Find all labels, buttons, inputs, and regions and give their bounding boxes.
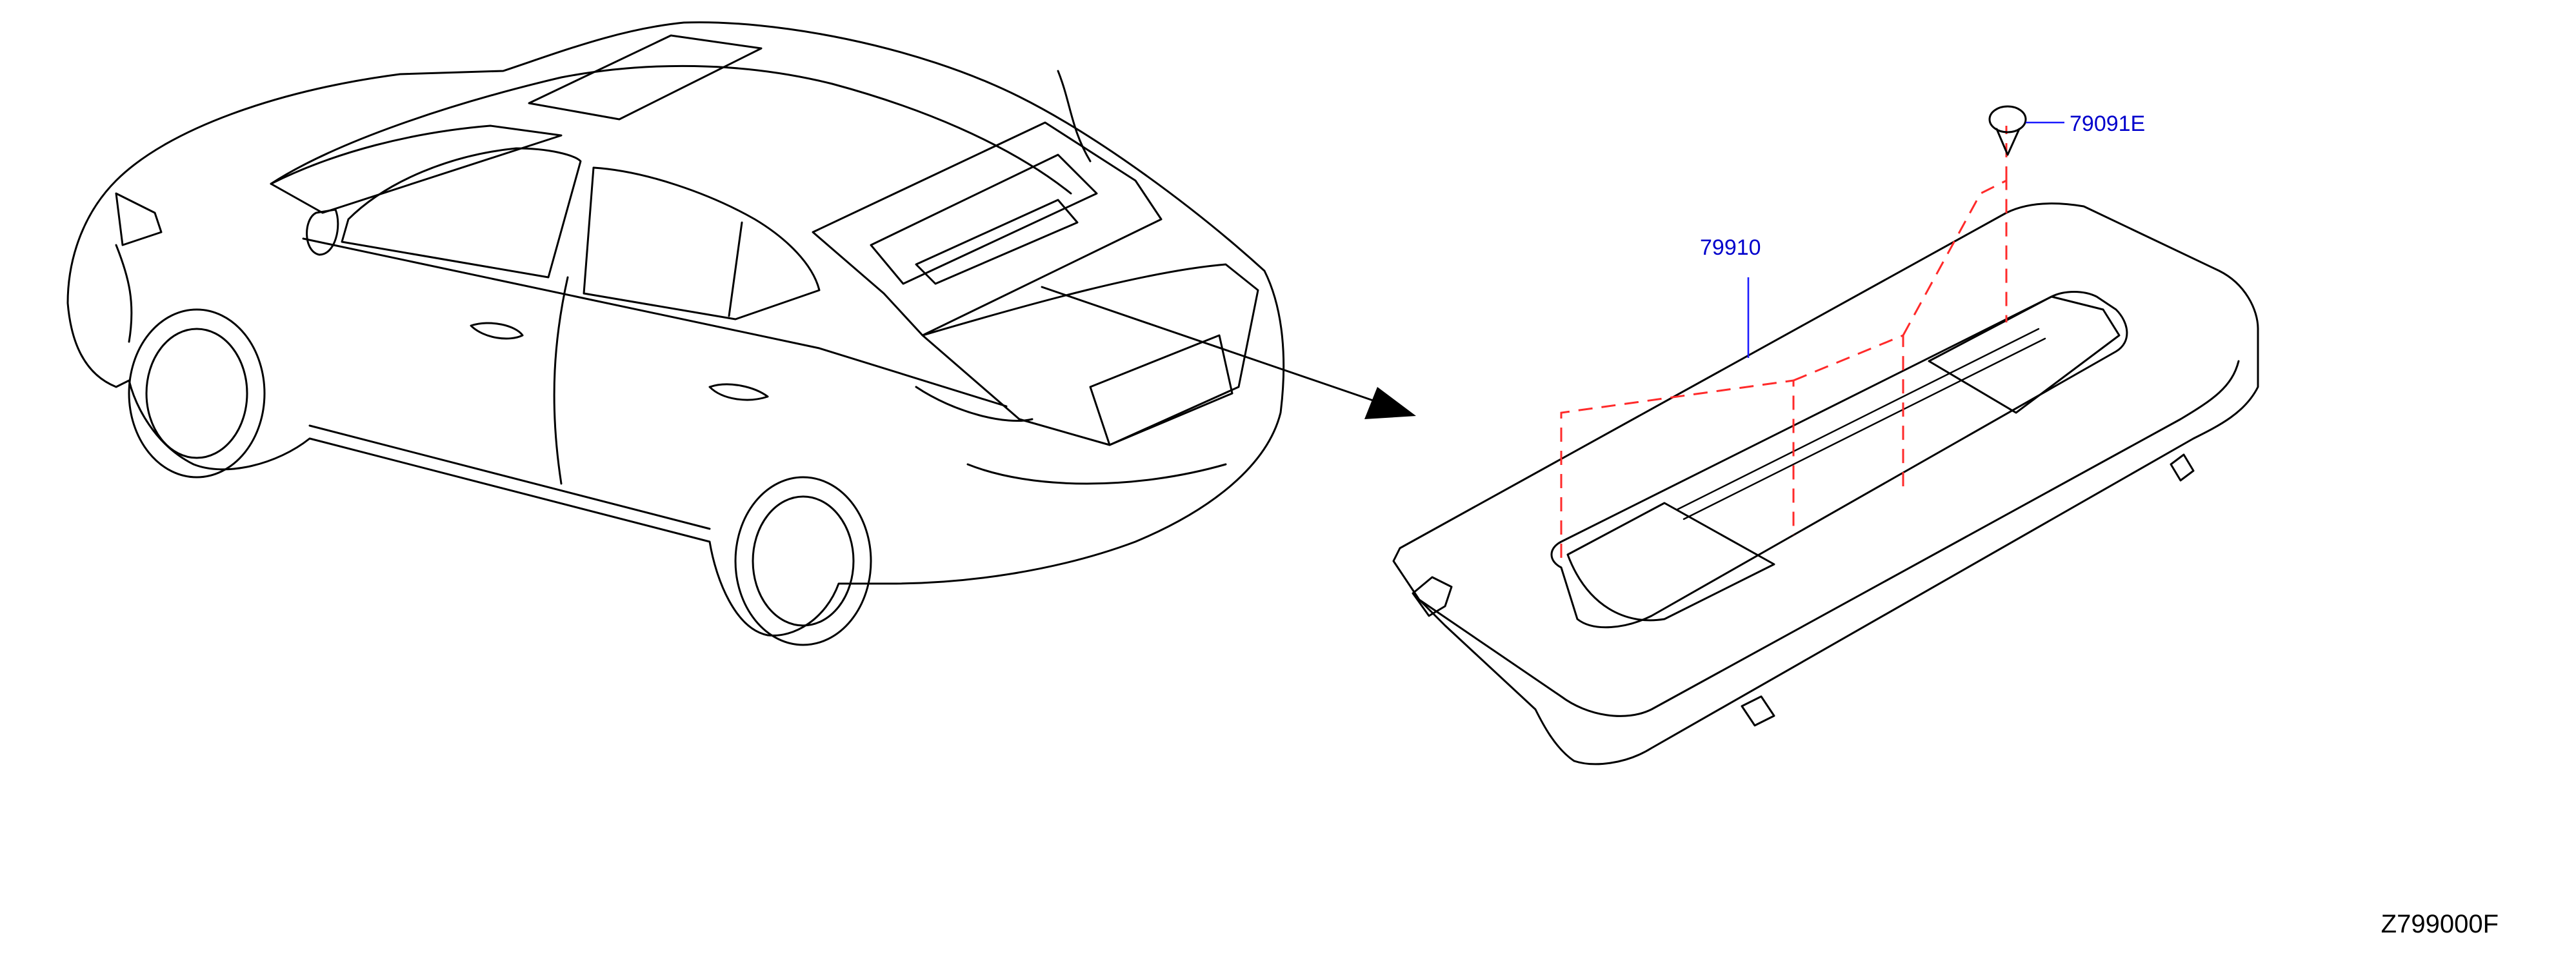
trunk-lid [921, 263, 1259, 446]
speaker-cover-left [1566, 502, 1775, 622]
car-body-outline [66, 21, 1285, 637]
sunroof [528, 34, 763, 121]
shelf-tab-right [2170, 453, 2195, 482]
diagram-id: Z799000F [2381, 910, 2499, 938]
speaker-cover-right [1928, 295, 2121, 414]
parcel-shelf-part [1392, 202, 2259, 765]
rear-shelf-highlight [870, 153, 1098, 285]
part-label-79910: 79910 [1700, 235, 1761, 260]
rear-bumper [966, 463, 1227, 485]
rocker-line [308, 424, 711, 530]
c-pillar-line [728, 221, 743, 317]
front-door-handle [470, 322, 524, 340]
shelf-recess [1550, 291, 2128, 629]
clip-location-guides [1560, 126, 2008, 558]
clip-fastener [1988, 105, 2027, 156]
side-mirror [306, 208, 339, 256]
shelf-front-edge [1418, 360, 2240, 717]
door-seam-front [553, 276, 569, 485]
rear-shelf-opening [915, 199, 1079, 285]
rear-window [812, 121, 1163, 337]
shelf-tab-front [1741, 695, 1775, 727]
rear-wheel [734, 476, 872, 646]
front-door-window [341, 147, 582, 279]
car-roof [270, 64, 1072, 195]
direction-arrow [1041, 286, 1416, 419]
rear-door-handle [708, 383, 769, 401]
arrow-head [1364, 387, 1416, 419]
part-label-79091e: 79091E [2070, 112, 2145, 136]
rear-door-window [583, 166, 821, 321]
guide-to-clip [1902, 179, 2008, 336]
windshield [270, 124, 563, 214]
shelf-tab-left [1412, 576, 1453, 617]
car-illustration [66, 21, 1285, 646]
front-fascia [115, 244, 133, 343]
tail-light [915, 386, 1033, 422]
inner-ridge [1676, 328, 2040, 511]
belt-line [302, 237, 1008, 408]
arrow-shaft [1041, 286, 1382, 404]
shelf-outer-outline [1392, 202, 2259, 765]
inner-ridge-2 [1682, 337, 2046, 520]
clip-stem [1995, 128, 2021, 156]
guide-left [1560, 379, 1795, 558]
guide-center [1793, 333, 1904, 490]
front-wheel-rim [145, 328, 248, 459]
front-wheel [128, 308, 266, 479]
antenna [1057, 70, 1092, 163]
headlight [115, 192, 163, 246]
rear-wheel-rim [752, 495, 855, 627]
license-plate-recess [1089, 334, 1233, 446]
clip-head [1988, 105, 2027, 133]
